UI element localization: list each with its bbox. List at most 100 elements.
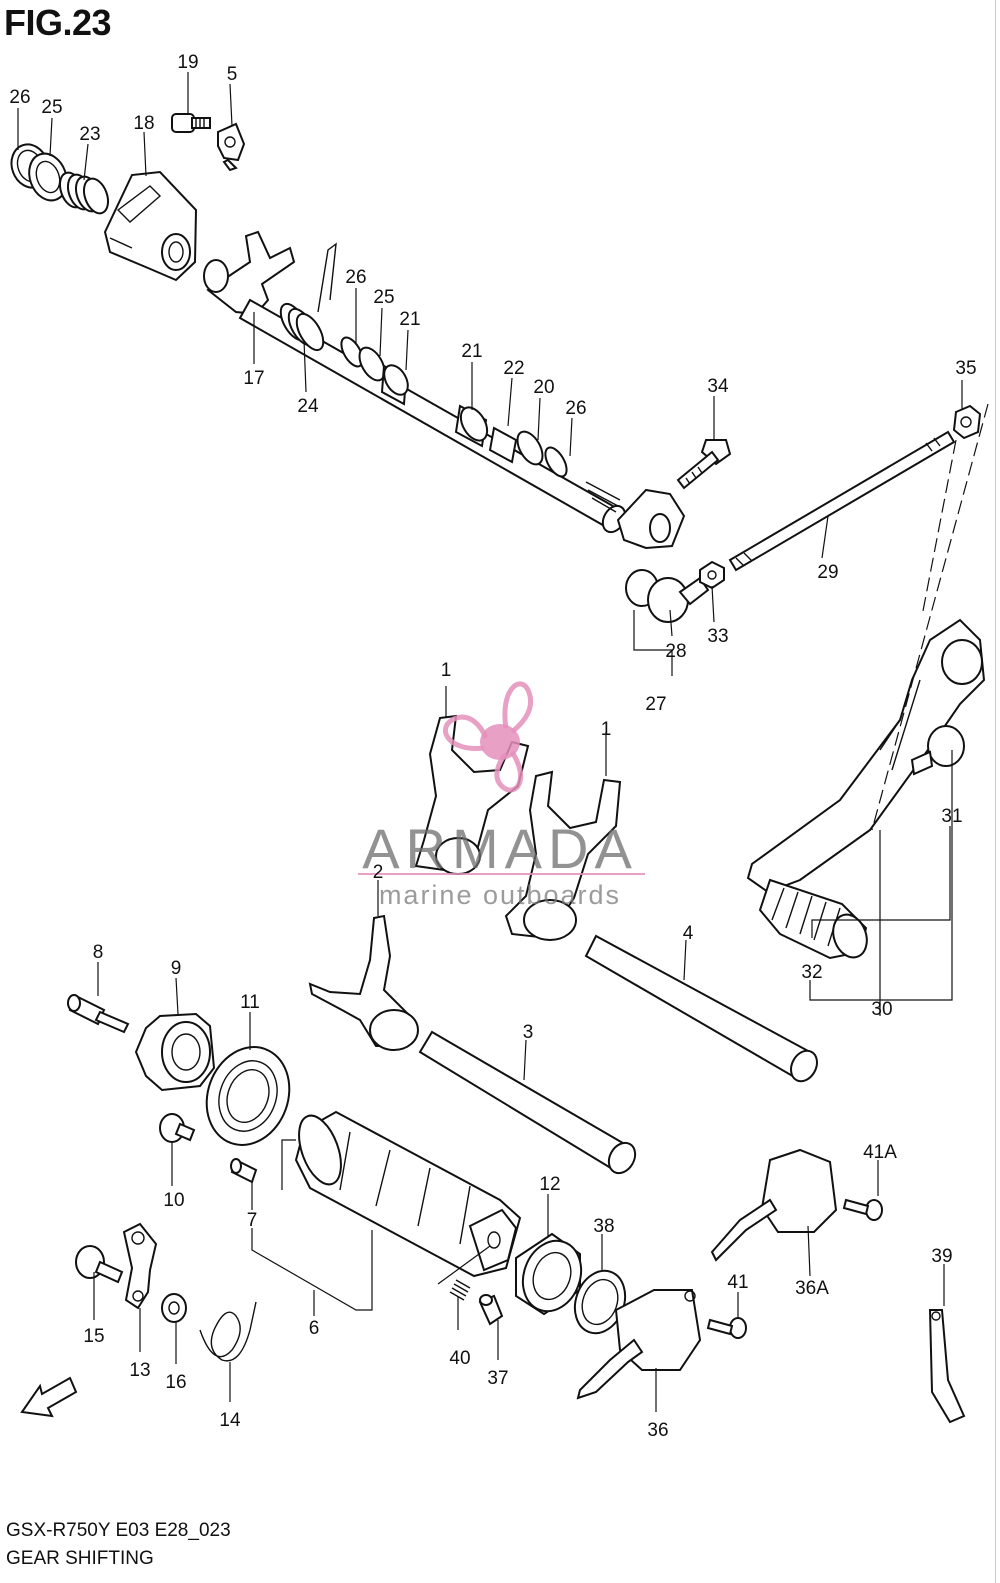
section-title: GEAR SHIFTING (6, 1548, 154, 1569)
forward-direction-arrow: FWD (20, 1376, 78, 1418)
callout-label: 31 (941, 806, 962, 827)
fork-shaft-3 (418, 1030, 637, 1175)
callout-label: 22 (503, 358, 524, 379)
gear-shift-cam-stopper-18 (103, 170, 198, 282)
callout-label: 40 (449, 1348, 470, 1369)
callout-label: 1 (601, 719, 612, 740)
nut-35 (952, 404, 982, 440)
bolt-10 (159, 1113, 196, 1143)
armada-watermark: ARMADA marine outboards (358, 681, 645, 910)
washer-16 (161, 1293, 187, 1323)
shift-link-rod-29 (728, 430, 956, 572)
callout-label: 26 (345, 267, 366, 288)
callout-label: 41A (863, 1142, 897, 1163)
shift-lever-clamp (616, 488, 686, 550)
callout-label: 34 (707, 376, 729, 397)
pivot-bolt-31 (910, 725, 965, 776)
callout-label: 2 (373, 862, 384, 883)
callout-label: 21 (399, 309, 420, 330)
callout-label: 27 (645, 694, 666, 715)
callout-label: 36 (647, 1420, 668, 1441)
bolt-34 (676, 439, 732, 490)
callout-label: 21 (461, 341, 482, 362)
nut-33 (699, 560, 725, 590)
figure-title: FIG.23 (4, 2, 112, 43)
callout-label: 13 (129, 1360, 150, 1381)
screw-41 (706, 1317, 747, 1339)
screw-41A (842, 1198, 883, 1221)
callout-label: 16 (165, 1372, 186, 1393)
washer-25 (28, 152, 68, 202)
callout-label: 25 (373, 287, 394, 308)
callout-label: 37 (487, 1368, 508, 1389)
callout-label: 26 (9, 87, 30, 108)
washer-5 (217, 122, 246, 172)
pin-7 (230, 1158, 258, 1184)
callout-label: 7 (247, 1210, 258, 1231)
cam-driven-gear-9 (134, 1012, 216, 1092)
gear-position-switch-36 (576, 1289, 702, 1400)
callout-label: 8 (93, 942, 104, 963)
leader-lines (17, 72, 989, 1412)
gearshift-lever-30 (746, 618, 986, 894)
needle-bearing-12 (515, 1232, 583, 1316)
watermark-tagline: marine outboards (379, 880, 621, 910)
shift-fork-1-right (504, 770, 622, 941)
gearshift-arm-13 (122, 1222, 158, 1310)
callout-label: 23 (79, 124, 100, 145)
callout-label: 28 (665, 641, 686, 662)
spring-23 (58, 171, 110, 215)
joint-rod-end-28 (625, 569, 710, 623)
callout-label: 6 (309, 1318, 320, 1339)
callout-label: 24 (297, 396, 319, 417)
callout-label: 29 (817, 562, 838, 583)
bolt-15 (75, 1245, 124, 1284)
footpeg-rubber-32 (758, 878, 868, 960)
callout-label: 30 (871, 999, 892, 1020)
callout-label: 18 (133, 113, 154, 134)
wiring-clamp-39 (928, 1309, 966, 1424)
callout-label: 20 (533, 377, 554, 398)
callout-label: 15 (83, 1326, 104, 1347)
callout-label: 26 (565, 398, 586, 419)
callout-labels: 26 25 23 18 19 5 17 24 26 25 21 21 22 20… (9, 52, 976, 1441)
propeller-logo (443, 681, 534, 793)
callout-label: 39 (931, 1246, 952, 1267)
callout-label: 1 (441, 660, 452, 681)
gear-shift-shaft-17 (203, 230, 627, 534)
return-spring-24 (279, 242, 337, 352)
callout-label: 14 (219, 1410, 241, 1431)
callout-label: 32 (801, 962, 822, 983)
callout-label: 33 (707, 626, 728, 647)
shaft-washers (340, 336, 621, 513)
pin-37 (478, 1294, 504, 1326)
callout-label: 41 (727, 1272, 748, 1293)
callout-label: 25 (41, 97, 62, 118)
callout-label: 9 (171, 958, 182, 979)
callout-label: 19 (177, 52, 198, 73)
callout-label: 4 (683, 923, 694, 944)
spring-14 (199, 1301, 257, 1362)
bearing-11 (205, 1046, 291, 1146)
fork-shaft-4 (584, 934, 818, 1083)
watermark-brand: ARMADA (362, 817, 638, 880)
model-code: GSX-R750Y E03 E28_023 (6, 1520, 231, 1541)
cam-stopper-bolt-8 (67, 994, 130, 1034)
callout-label: 38 (593, 1216, 614, 1237)
callout-label: 36A (795, 1278, 829, 1299)
gear-position-switch-36A (710, 1148, 838, 1262)
callout-label: 3 (523, 1022, 534, 1043)
gear-shift-cam-6 (294, 1110, 522, 1278)
shift-fork-1-left (414, 714, 530, 875)
callout-label: 35 (955, 358, 976, 379)
callout-label: 10 (163, 1190, 184, 1211)
callout-label: 5 (227, 64, 238, 85)
callout-label: 12 (539, 1174, 560, 1195)
page-border (995, 0, 1000, 1583)
spring-40 (449, 1279, 471, 1301)
callout-label: 17 (243, 368, 264, 389)
callout-label: 11 (240, 992, 260, 1013)
bolt-19 (171, 113, 211, 133)
